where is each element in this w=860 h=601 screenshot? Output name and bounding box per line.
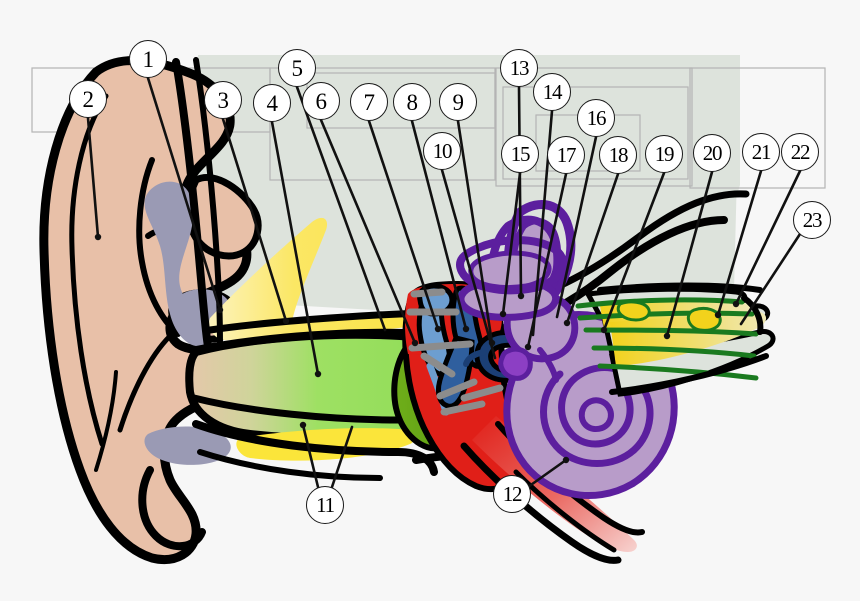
callout-label-text: 12 <box>502 481 523 506</box>
callout-label-text: 8 <box>406 89 419 115</box>
callout-label-17[interactable]: 17 <box>547 136 585 174</box>
callout-label-text: 1 <box>142 46 155 72</box>
callout-label-7[interactable]: 7 <box>350 83 388 121</box>
callout-label-16[interactable]: 16 <box>577 99 615 137</box>
ceruminous-gland-upper <box>209 217 450 341</box>
callout-label-text: 23 <box>802 207 823 232</box>
group-box-inner-ear <box>495 67 693 187</box>
callout-label-text: 11 <box>316 492 335 517</box>
callout-label-text: 14 <box>542 79 563 104</box>
callout-label-text: 20 <box>702 140 723 165</box>
vestibulocochlear-nerve <box>575 282 776 397</box>
callout-label-text: 4 <box>266 90 279 116</box>
callout-label-9[interactable]: 9 <box>439 83 477 121</box>
callout-label-22[interactable]: 22 <box>781 133 819 171</box>
callout-label-2[interactable]: 2 <box>69 80 107 118</box>
callout-label-1[interactable]: 1 <box>129 40 167 78</box>
group-box-vestibular <box>502 86 689 180</box>
callout-label-11[interactable]: 11 <box>306 486 344 524</box>
callout-label-19[interactable]: 19 <box>645 135 683 173</box>
callout-label-text: 10 <box>432 138 453 163</box>
callout-label-6[interactable]: 6 <box>302 82 340 120</box>
callout-label-text: 16 <box>586 105 607 130</box>
callout-label-text: 18 <box>608 142 629 167</box>
callout-label-13[interactable]: 13 <box>500 49 538 87</box>
callout-label-text: 9 <box>452 89 465 115</box>
callout-label-18[interactable]: 18 <box>599 136 637 174</box>
callout-label-4[interactable]: 4 <box>253 84 291 122</box>
callout-label-text: 19 <box>654 141 675 166</box>
callout-label-text: 21 <box>751 139 772 164</box>
callout-label-text: 5 <box>291 55 304 81</box>
callout-label-12[interactable]: 12 <box>493 475 531 513</box>
callout-label-8[interactable]: 8 <box>393 83 431 121</box>
callout-label-10[interactable]: 10 <box>423 132 461 170</box>
callout-label-14[interactable]: 14 <box>533 73 571 111</box>
leader-lines <box>86 76 802 489</box>
callout-label-text: 2 <box>82 86 95 112</box>
callout-label-21[interactable]: 21 <box>742 133 780 171</box>
callout-label-text: 3 <box>217 87 230 113</box>
callout-label-20[interactable]: 20 <box>693 134 731 172</box>
callout-label-15[interactable]: 15 <box>501 135 539 173</box>
callout-label-text: 15 <box>510 141 531 166</box>
group-box-nerve <box>689 67 826 189</box>
callout-label-3[interactable]: 3 <box>204 81 242 119</box>
leader-line-endpoints <box>94 233 740 464</box>
callout-label-text: 6 <box>315 88 328 114</box>
callout-label-text: 17 <box>556 142 577 167</box>
callout-label-text: 13 <box>509 55 530 80</box>
callout-label-23[interactable]: 23 <box>793 201 831 239</box>
callout-label-5[interactable]: 5 <box>278 49 316 87</box>
callout-label-text: 22 <box>790 139 811 164</box>
callout-label-text: 7 <box>363 89 376 115</box>
